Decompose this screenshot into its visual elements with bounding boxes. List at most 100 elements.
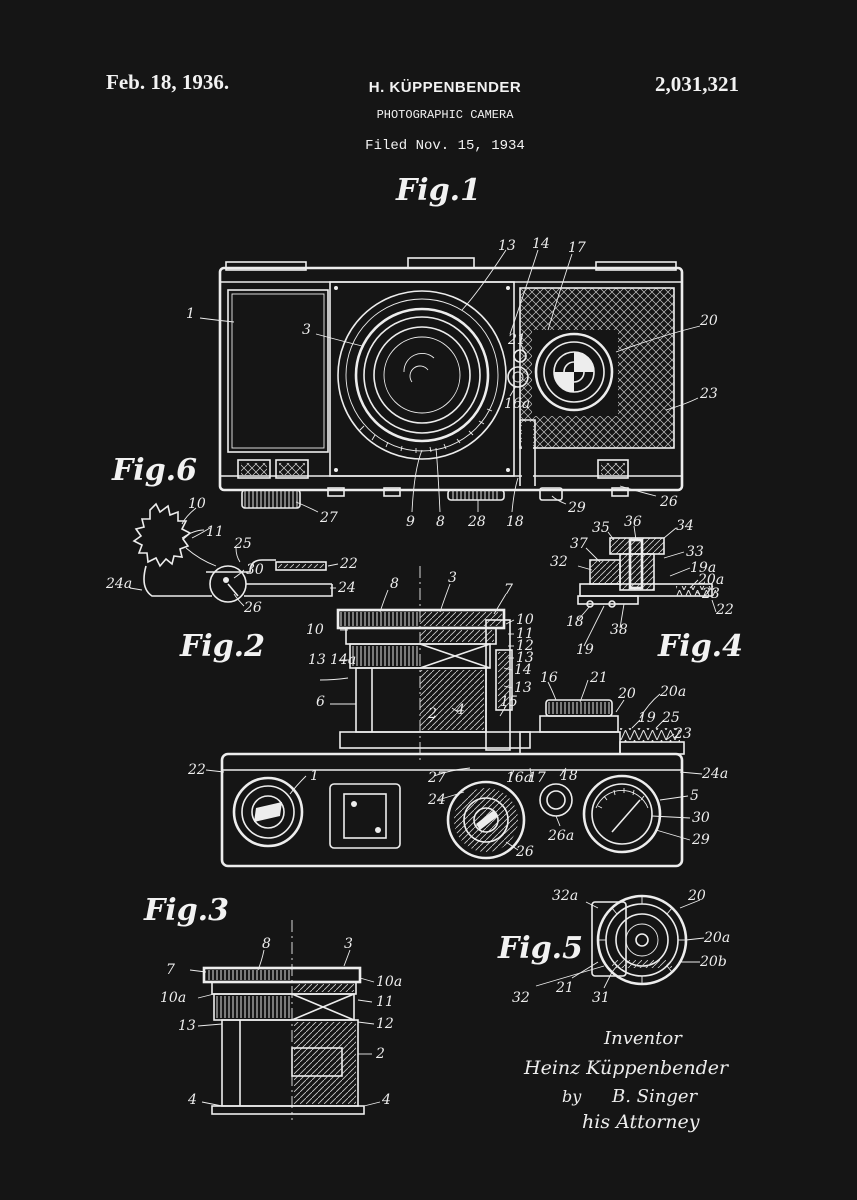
by-label: by bbox=[562, 1087, 582, 1106]
ref4-19: 19 bbox=[576, 642, 594, 658]
ref6-11: 11 bbox=[206, 524, 224, 540]
patent-title: PHOTOGRAPHIC CAMERA bbox=[376, 108, 514, 122]
ref3-13: 13 bbox=[178, 1018, 196, 1034]
ref2-7: 7 bbox=[504, 582, 513, 598]
fig1-front-view: Fig.1 bbox=[186, 173, 718, 530]
ref4-19a: 19a bbox=[690, 560, 716, 576]
ref6-22: 22 bbox=[339, 556, 358, 572]
ref-13: 13 bbox=[498, 238, 516, 254]
ref2-22: 23 bbox=[673, 726, 692, 742]
ref2-26: 29 bbox=[691, 832, 710, 848]
inventor-name: H. KÜPPENBENDER bbox=[368, 79, 522, 96]
ref3-10a-right: 10a bbox=[376, 974, 402, 990]
fig1-label: Fig.1 bbox=[395, 173, 481, 208]
ref2-24a: 18 bbox=[560, 768, 578, 784]
ref6-10: 10 bbox=[188, 496, 206, 512]
fig6-circuit: Fig.6 10 11 bbox=[105, 453, 358, 616]
ref4-34: 34 bbox=[676, 518, 694, 534]
ref2-16a: 27 bbox=[427, 770, 446, 786]
attorney-label: his Attorney bbox=[582, 1111, 700, 1133]
ref-9: 9 bbox=[406, 514, 415, 530]
ref2-10b: 10 bbox=[306, 622, 324, 638]
patent-number: 2,031,321 bbox=[655, 72, 739, 96]
ref-21: 21 bbox=[507, 332, 526, 348]
ref2-25: 19 bbox=[638, 710, 656, 726]
ref2-29: 26a bbox=[547, 828, 574, 844]
ref3-7: 7 bbox=[166, 962, 175, 978]
ref-28: 28 bbox=[467, 514, 486, 530]
ref3-4-right: 4 bbox=[381, 1092, 391, 1108]
fig5-label: Fig.5 bbox=[497, 931, 583, 966]
ref5-31: 31 bbox=[592, 990, 610, 1006]
ref4-35: 35 bbox=[592, 520, 610, 536]
ref2-27: 1 bbox=[310, 768, 319, 784]
ref2-2: 6 bbox=[316, 694, 325, 710]
ref2-18: 17 bbox=[528, 770, 546, 786]
filed-date: Filed Nov. 15, 1934 bbox=[365, 138, 525, 154]
fig6-label: Fig.6 bbox=[111, 453, 197, 488]
ref4-38: 38 bbox=[610, 622, 628, 638]
ref5-20: 20 bbox=[687, 888, 706, 904]
ref5-20a: 20a bbox=[703, 930, 730, 946]
ref5-21: 21 bbox=[555, 980, 574, 996]
ref6-24a: 24a bbox=[105, 576, 132, 592]
ref2-14: 14 bbox=[514, 662, 532, 678]
fig5-meter-detail: Fig.5 32a 20 20a bbox=[497, 888, 730, 1006]
ref4-37: 37 bbox=[570, 536, 588, 552]
ref3-10a-left: 10a bbox=[160, 990, 186, 1006]
ref2-13: 13 bbox=[308, 652, 326, 668]
ref3-8: 8 bbox=[262, 936, 271, 952]
ref3-11: 11 bbox=[376, 994, 394, 1010]
ref2-5: 24 bbox=[427, 792, 446, 808]
ref6-30: 30 bbox=[246, 562, 264, 578]
ref2-21: 16 bbox=[540, 670, 558, 686]
ref-18: 18 bbox=[506, 514, 524, 530]
ref3-3: 3 bbox=[344, 936, 353, 952]
ref2-3: 3 bbox=[448, 570, 457, 586]
fig3-lens-section: Fig.3 8 3 bbox=[143, 893, 402, 1120]
ref2-11: 11 bbox=[516, 626, 534, 642]
ref-8: 8 bbox=[436, 514, 445, 530]
ref4-23: 23 bbox=[701, 586, 720, 602]
inventor-signature: Heinz Küppenbender bbox=[523, 1057, 730, 1079]
ref2-4: 2 bbox=[427, 706, 437, 722]
ref5-32a: 32a bbox=[552, 888, 578, 904]
ref2-28: 26 bbox=[515, 844, 534, 860]
fig4-label: Fig.4 bbox=[657, 629, 743, 664]
ref6-24: 24 bbox=[337, 580, 356, 596]
ref2-20: 21 bbox=[589, 670, 608, 686]
ref-1: 1 bbox=[186, 306, 195, 322]
fig4-section: Fig.4 35 36 34 37 bbox=[550, 514, 743, 664]
signature-block: Inventor Heinz Küppenbender by B. Singer… bbox=[523, 1028, 730, 1133]
ref-17: 17 bbox=[568, 240, 586, 256]
ref3-4-left: 4 bbox=[187, 1092, 197, 1108]
ref-29: 29 bbox=[567, 500, 586, 516]
ref-27: 27 bbox=[319, 510, 338, 526]
ref2-26a: 30 bbox=[692, 810, 710, 826]
ref2-23: 25 bbox=[661, 710, 680, 726]
ref-16a: 16a bbox=[504, 396, 530, 412]
ref2-16: 15 bbox=[500, 694, 518, 710]
ref2-15: 4 bbox=[455, 702, 465, 718]
ref4-22: 22 bbox=[715, 602, 734, 618]
fig2-top-view: Fig.2 bbox=[179, 566, 728, 868]
ref-23: 23 bbox=[699, 386, 718, 402]
ref6-25: 25 bbox=[233, 536, 252, 552]
ref2-6: 14a bbox=[330, 652, 356, 668]
ref2-12: 12 bbox=[516, 638, 534, 654]
inventor-label: Inventor bbox=[603, 1028, 683, 1049]
fig3-label: Fig.3 bbox=[143, 893, 229, 928]
ref2-13b: 13 bbox=[516, 650, 534, 666]
ref-3: 3 bbox=[302, 322, 311, 338]
ref2-10: 10 bbox=[516, 612, 534, 628]
ref4-18: 18 bbox=[566, 614, 584, 630]
ref4-32: 32 bbox=[550, 554, 568, 570]
patent-date: Feb. 18, 1936. bbox=[106, 70, 230, 94]
ref2-1: 22 bbox=[187, 762, 206, 778]
ref4-36: 36 bbox=[624, 514, 642, 530]
fig2-label: Fig.2 bbox=[179, 629, 265, 664]
ref2-19: 20a bbox=[659, 684, 686, 700]
ref3-2: 2 bbox=[375, 1046, 385, 1062]
